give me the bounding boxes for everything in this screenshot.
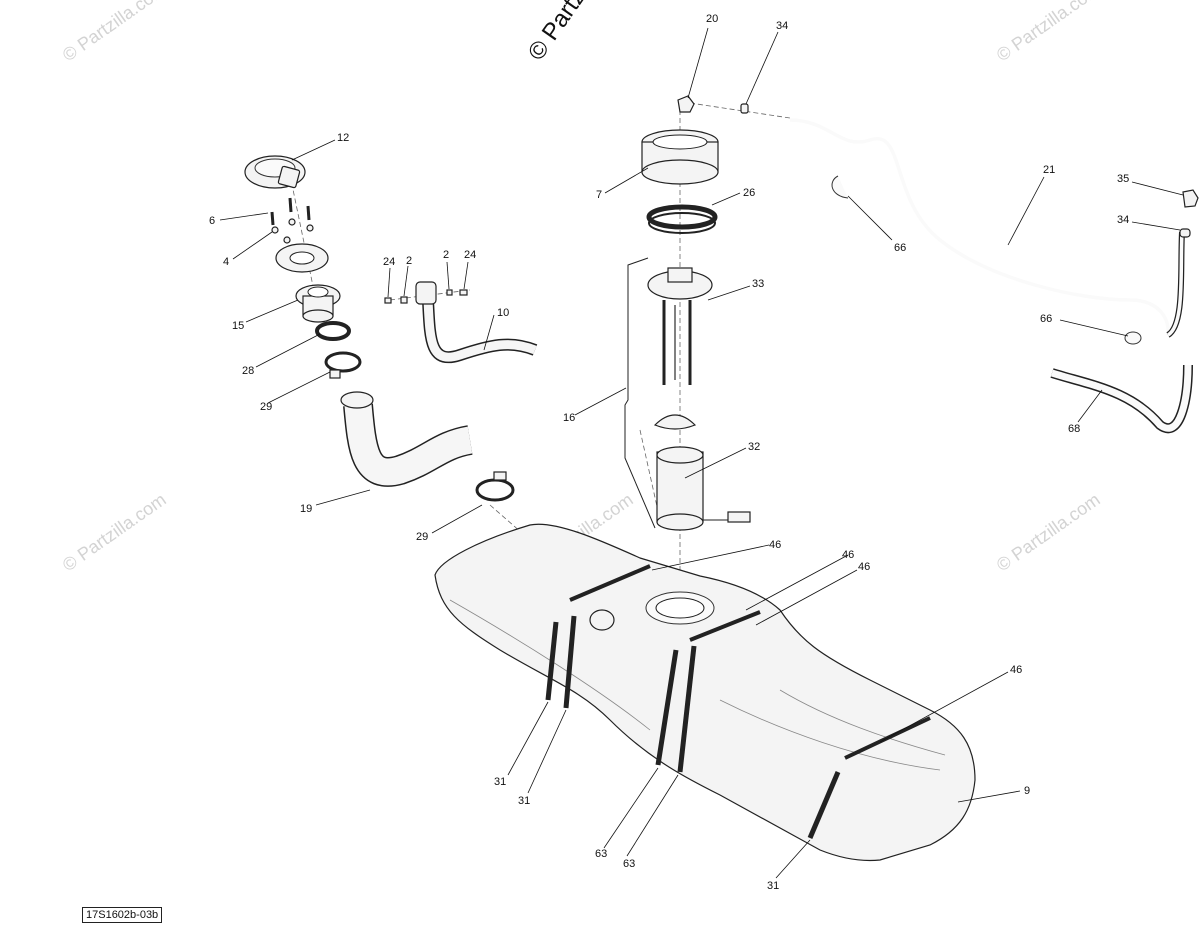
callout-46-b[interactable]: 46 (842, 549, 854, 561)
callout-35[interactable]: 35 (1117, 173, 1129, 185)
part-gasket-26 (646, 204, 718, 234)
part-clamp-34-top (740, 103, 749, 114)
callout-6[interactable]: 6 (209, 215, 215, 227)
callout-29-lower[interactable]: 29 (416, 531, 428, 543)
callout-28[interactable]: 28 (242, 365, 254, 377)
part-fuel-pump-32 (653, 414, 751, 531)
part-filler-neck-15 (295, 284, 341, 323)
callout-2-left[interactable]: 2 (406, 255, 412, 267)
watermark-tl: © Partzilla.com (59, 0, 170, 65)
callout-26[interactable]: 26 (743, 187, 755, 199)
watermark-top: © Partzilla.com (523, 0, 638, 65)
callout-31-a[interactable]: 31 (494, 776, 506, 788)
part-bolt-2-right (446, 289, 453, 296)
part-seal-28 (315, 321, 351, 341)
callout-12[interactable]: 12 (337, 132, 349, 144)
callout-31-c[interactable]: 31 (767, 880, 779, 892)
part-vent-hose-10 (415, 281, 538, 363)
leader-lines (219, 27, 1184, 879)
callout-2-right[interactable]: 2 (443, 249, 449, 261)
part-lock-ring-7 (641, 129, 719, 185)
callout-21[interactable]: 21 (1043, 164, 1055, 176)
callout-34-top[interactable]: 34 (776, 20, 788, 32)
callout-32[interactable]: 32 (748, 441, 760, 453)
callout-63-b[interactable]: 63 (623, 858, 635, 870)
part-gasket-plate (275, 243, 329, 273)
diagram-code-label: 17S1602b-03b (82, 907, 163, 923)
callout-46-c[interactable]: 46 (858, 561, 870, 573)
callout-24-left[interactable]: 24 (383, 256, 395, 268)
part-filler-cap-12 (244, 155, 306, 189)
part-filler-hose-19 (340, 391, 474, 487)
callout-10[interactable]: 10 (497, 307, 509, 319)
part-hose-21 (789, 118, 1185, 338)
callout-66-right[interactable]: 66 (1040, 313, 1052, 325)
part-clip-66-top (831, 175, 849, 199)
part-washers-4 (271, 218, 314, 244)
callout-29-upper[interactable]: 29 (260, 401, 272, 413)
part-screw-24-left (384, 297, 392, 304)
watermark-tr: © Partzilla.com (993, 0, 1104, 65)
callout-46-d[interactable]: 46 (1010, 664, 1022, 676)
callout-4[interactable]: 4 (223, 256, 229, 268)
callout-20[interactable]: 20 (706, 13, 718, 25)
watermark-ml: © Partzilla.com (59, 489, 170, 575)
callout-34-right[interactable]: 34 (1117, 214, 1129, 226)
callout-66-top[interactable]: 66 (894, 242, 906, 254)
callout-19[interactable]: 19 (300, 503, 312, 515)
part-clip-66-right (1124, 331, 1142, 345)
watermark-group: © Partzilla.com © Partzilla.com © Partzi… (59, 0, 1104, 575)
callout-46-a[interactable]: 46 (769, 539, 781, 551)
part-hose-68 (1050, 364, 1193, 434)
part-clamp-29-lower (475, 471, 515, 502)
callout-numbers: 20 34 12 7 26 21 35 34 66 6 4 24 2 2 24 … (209, 13, 1129, 892)
part-screws-6 (270, 197, 311, 226)
part-clamp-29-upper (324, 351, 362, 379)
callout-9[interactable]: 9 (1024, 785, 1030, 797)
callout-7[interactable]: 7 (596, 189, 602, 201)
callout-31-b[interactable]: 31 (518, 795, 530, 807)
callout-68[interactable]: 68 (1068, 423, 1080, 435)
part-straps (545, 564, 931, 839)
part-pump-flange-33 (647, 267, 713, 385)
part-pump-assembly-bracket-16 (624, 257, 656, 529)
part-elbow-fitting-20 (677, 95, 695, 113)
part-fuel-tank-9 (434, 523, 976, 862)
watermark-mr: © Partzilla.com (993, 489, 1104, 575)
callout-24-right[interactable]: 24 (464, 249, 476, 261)
callout-33[interactable]: 33 (752, 278, 764, 290)
callout-16[interactable]: 16 (563, 412, 575, 424)
callout-15[interactable]: 15 (232, 320, 244, 332)
part-fitting-35 (1182, 189, 1199, 208)
part-bolt-2-left (400, 296, 408, 304)
part-screw-24-right (459, 289, 468, 296)
part-clamp-34-right (1179, 228, 1191, 238)
callout-63-a[interactable]: 63 (595, 848, 607, 860)
